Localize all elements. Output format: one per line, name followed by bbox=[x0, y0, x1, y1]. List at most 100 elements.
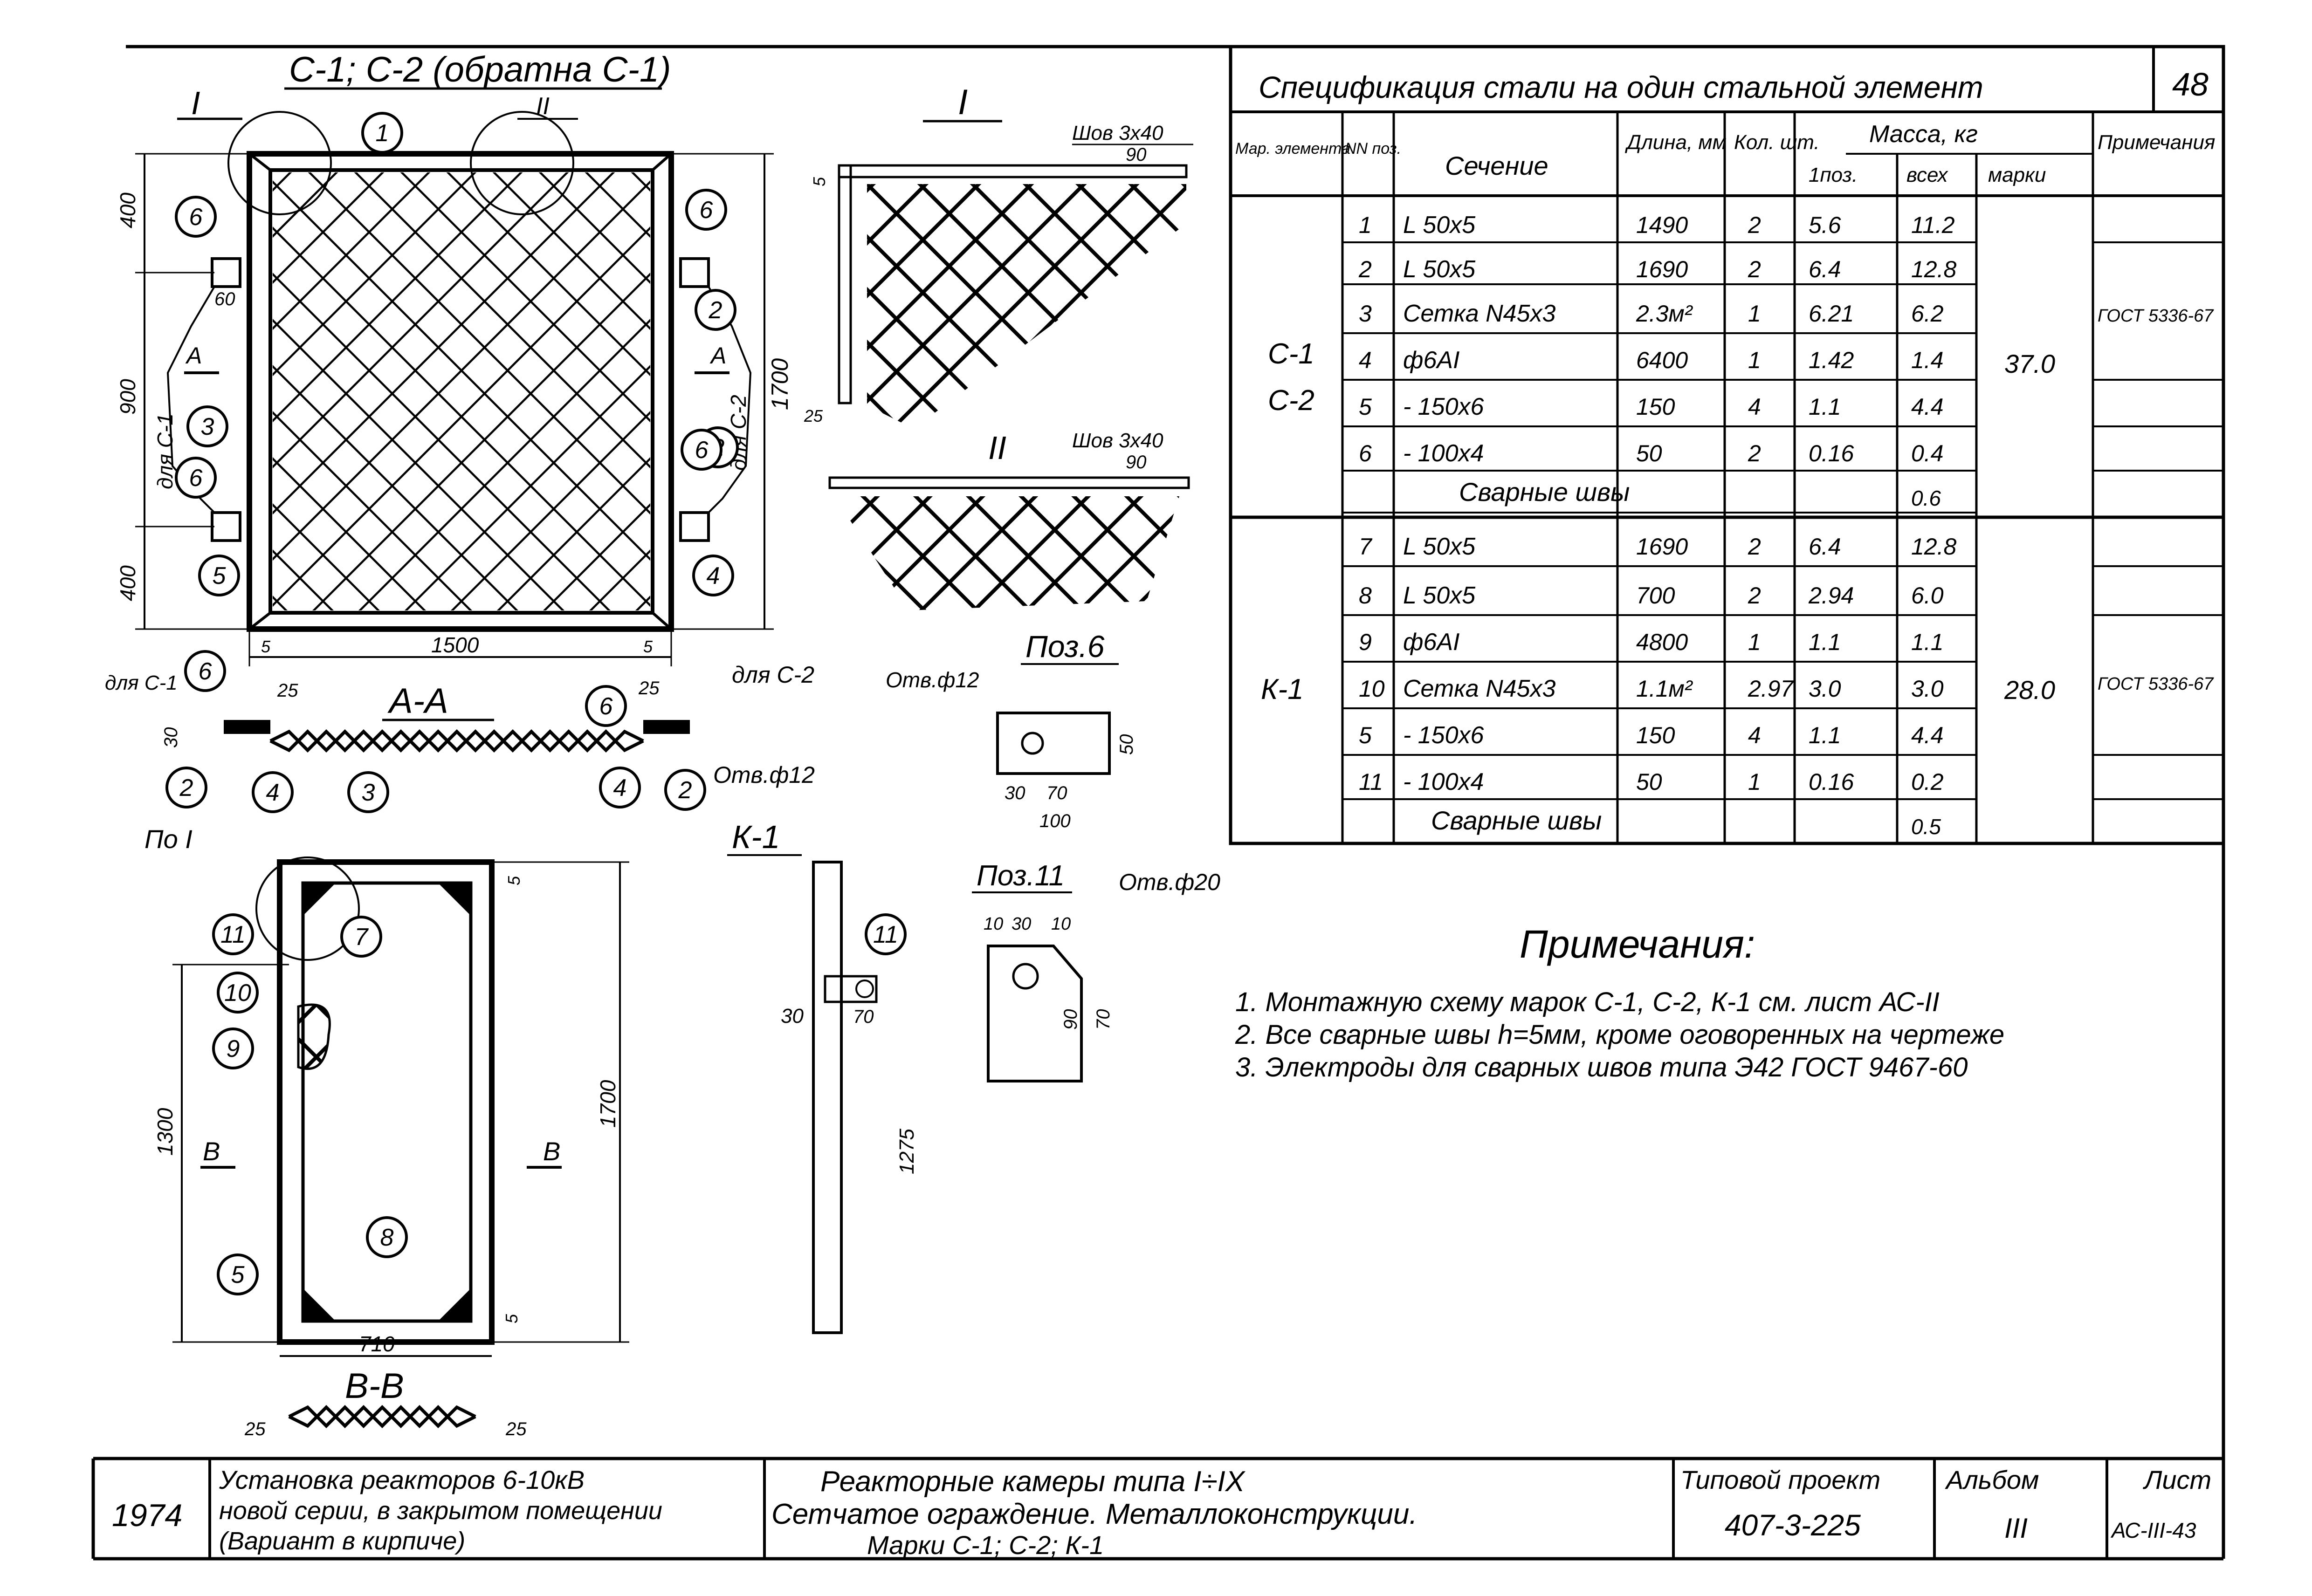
callout-number: 2 bbox=[678, 777, 692, 804]
spec-cell-mall: 11.2 bbox=[1911, 212, 1955, 238]
pos11-detail: Поз.11 Отв.ф20 10 30 10 90 70 bbox=[972, 860, 1220, 1082]
section-aa: для С-1 А-А для С-2 25 25 30 Отв.ф12 bbox=[105, 662, 815, 788]
spec-cell-length: 1.1м² bbox=[1636, 676, 1693, 702]
group1-note: ГОСТ 5336-67 bbox=[2098, 306, 2214, 326]
dim-60: 60 bbox=[214, 289, 235, 309]
album-label: Альбом bbox=[1945, 1465, 2039, 1494]
spec-cell-pos: 1 bbox=[1359, 212, 1372, 238]
notes-title: Примечания: bbox=[1520, 922, 1755, 966]
callout-circle bbox=[685, 189, 727, 231]
dim-5-k1-bottom: 5 bbox=[502, 1314, 521, 1323]
callouts: 123456626662434267111098511 bbox=[165, 112, 907, 1295]
dim-90-ii: 90 bbox=[1126, 452, 1147, 473]
detail-i: I Шов 3х40 90 5 25 bbox=[804, 82, 1193, 429]
dim-50-pos6: 50 bbox=[1116, 734, 1137, 755]
dim-1300: 1300 bbox=[153, 1108, 177, 1156]
spec-cell-mall: 3.0 bbox=[1911, 676, 1944, 702]
dim-30-pos6: 30 bbox=[1005, 783, 1025, 803]
spec-cell-count: 2 bbox=[1748, 582, 1761, 609]
spec-cell-count: 2 bbox=[1748, 212, 1761, 238]
group1-mass: 37.0 bbox=[2004, 349, 2055, 378]
callout-circle bbox=[347, 771, 389, 813]
dim-5-right: 5 bbox=[643, 637, 653, 656]
detail-ii-title: II bbox=[988, 430, 1006, 466]
drawing-line-3: Марки С-1; С-2; К-1 bbox=[867, 1530, 1104, 1560]
dim-1500: 1500 bbox=[431, 633, 479, 657]
callout-circle bbox=[217, 1254, 259, 1295]
section-aa-title: А-А bbox=[387, 681, 448, 721]
po-i-label: По I bbox=[144, 824, 193, 854]
spec-cell-length: 1690 bbox=[1636, 534, 1688, 560]
dim-1700-right: 1700 bbox=[767, 358, 793, 410]
hole12-pos6: Отв.ф12 bbox=[886, 668, 979, 692]
callout-number: 6 bbox=[700, 197, 713, 224]
dim-25-bb-left: 25 bbox=[244, 1419, 266, 1439]
spec-cell-mall: 6.2 bbox=[1911, 301, 1944, 327]
spec-cell-mall: 4.4 bbox=[1911, 394, 1944, 420]
dim-900: 900 bbox=[116, 379, 140, 415]
dim-1700-k1: 1700 bbox=[596, 1080, 620, 1128]
group2-mass: 28.0 bbox=[2004, 675, 2055, 705]
dim-30-k1: 30 bbox=[781, 1005, 804, 1027]
dim-90-i: 90 bbox=[1126, 144, 1147, 165]
project-label: Типовой проект bbox=[1680, 1465, 1880, 1494]
dim-100-pos6: 100 bbox=[1039, 811, 1071, 831]
header-mass-mark: марки bbox=[1988, 164, 2046, 186]
sheet-label: Лист bbox=[2143, 1465, 2211, 1494]
section-a-mark-left: А bbox=[185, 342, 202, 369]
pos11-title: Поз.11 bbox=[977, 860, 1065, 892]
callout-circle bbox=[361, 112, 403, 154]
callout-number: 3 bbox=[201, 413, 214, 440]
project-value: 407-3-225 bbox=[1725, 1508, 1861, 1542]
callout-circle bbox=[186, 405, 228, 447]
view-c1-c2: С-1; С-2 (обратна С-1) I II 400 900 400 … bbox=[116, 50, 793, 666]
section-bb-title: В-В bbox=[345, 1366, 404, 1406]
spec-cell-count: 1 bbox=[1748, 301, 1761, 327]
spec-cell-section: - 150x6 bbox=[1403, 393, 1484, 420]
header-count: Кол. шт. bbox=[1734, 131, 1820, 154]
callout-number: 4 bbox=[266, 779, 280, 806]
detail-ii-mesh bbox=[834, 496, 1179, 610]
spec-cell-pos: 6 bbox=[1359, 440, 1372, 466]
callout-circle bbox=[585, 685, 627, 727]
section-b-mark-right: В bbox=[543, 1137, 560, 1166]
section-b-mark-left: В bbox=[203, 1137, 220, 1166]
detail-i-mesh bbox=[867, 184, 1186, 429]
pos6-title: Поз.6 bbox=[1025, 629, 1105, 664]
spec-cell-length: 1690 bbox=[1636, 256, 1688, 282]
callout-circle bbox=[599, 767, 641, 808]
spec-cell-section: L 50x5 bbox=[1403, 212, 1476, 239]
note-item-1: 1. Монтажную схему марок С-1, С-2, К-1 с… bbox=[1235, 987, 1940, 1017]
callout-number: 10 bbox=[224, 980, 251, 1007]
object-line-1: Установка реакторов 6-10кВ bbox=[219, 1465, 585, 1494]
k1-mesh-sample bbox=[297, 1003, 331, 1070]
spec-cell-count: 2 bbox=[1748, 256, 1761, 282]
callout-number: 3 bbox=[362, 779, 375, 806]
header-length: Длина, мм bbox=[1624, 131, 1727, 154]
spec-cell-pos: 5 bbox=[1359, 394, 1372, 420]
spec-cell-section: Сетка N45x3 bbox=[1403, 675, 1556, 702]
spec-cell-section: - 100x4 bbox=[1403, 768, 1484, 795]
spec-title: Спецификация стали на один стальной элем… bbox=[1259, 70, 1983, 104]
label-for-c1: для С-1 bbox=[105, 671, 178, 694]
k1-side-view: К-1 30 70 1275 bbox=[727, 819, 918, 1334]
callout-number: 9 bbox=[227, 1035, 240, 1062]
group2-welds-label: Сварные швы bbox=[1431, 806, 1602, 835]
callout-number: 8 bbox=[380, 1224, 394, 1251]
dim-710: 710 bbox=[359, 1332, 395, 1356]
spec-cell-m1: 1.1 bbox=[1809, 394, 1841, 420]
callout-number: 2 bbox=[179, 774, 193, 801]
spec-cell-pos: 11 bbox=[1359, 769, 1383, 795]
album-value: III bbox=[2004, 1513, 2028, 1544]
spec-cell-length: 2.3м² bbox=[1636, 301, 1693, 327]
spec-cell-m1: 3.0 bbox=[1809, 676, 1841, 702]
spec-cell-mall: 4.4 bbox=[1911, 722, 1944, 748]
spec-cell-m1: 6.4 bbox=[1809, 534, 1841, 560]
dim-25-i: 25 bbox=[804, 406, 823, 425]
callout-circle bbox=[664, 769, 706, 811]
spec-cell-mall: 12.8 bbox=[1911, 256, 1957, 282]
spec-cell-length: 1490 bbox=[1636, 212, 1688, 238]
spec-cell-m1: 6.4 bbox=[1809, 256, 1841, 282]
